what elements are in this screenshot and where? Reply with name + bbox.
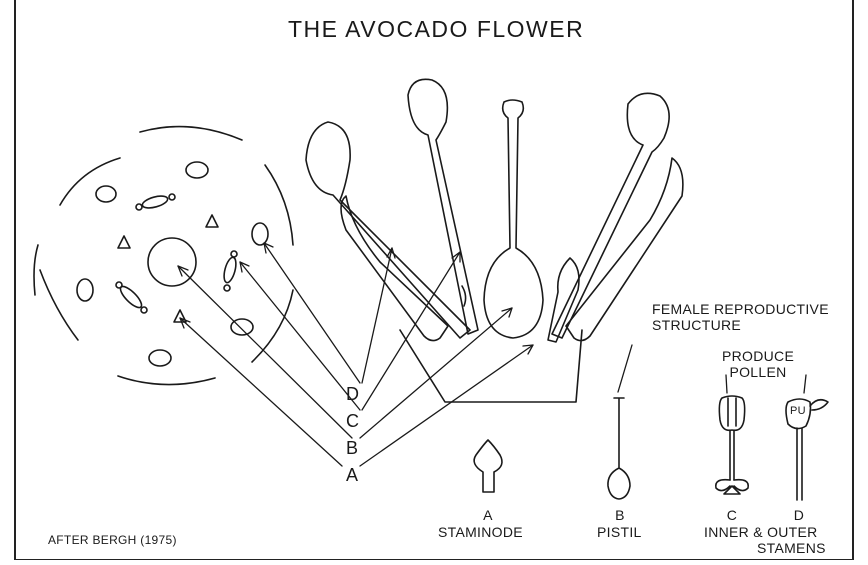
part-b-letter: B xyxy=(608,507,632,523)
tepal-arc xyxy=(40,270,78,340)
pointer-line-a xyxy=(180,318,342,466)
tepal-arc xyxy=(34,245,38,295)
label-c: C xyxy=(346,411,359,432)
female-leader xyxy=(618,345,632,392)
tepal-arc xyxy=(252,290,293,362)
section-stamen xyxy=(408,79,478,334)
pollen-leader xyxy=(804,375,806,393)
staminode-triangle xyxy=(118,236,130,248)
section-stamen xyxy=(306,122,470,338)
gland xyxy=(224,285,230,291)
stamen-oval xyxy=(96,186,116,202)
part-c-letter: C xyxy=(720,507,744,523)
pointer-line-c xyxy=(240,262,360,410)
stamen-oval xyxy=(149,350,171,366)
pointer-line-d xyxy=(362,248,392,383)
female-structure-callout: FEMALE REPRODUCTIVE STRUCTURE xyxy=(652,301,832,333)
flower-section xyxy=(306,79,683,402)
part-stamen-inner xyxy=(719,396,744,480)
gland xyxy=(116,282,122,288)
pointer-lines xyxy=(178,243,806,466)
pointer-line-b xyxy=(360,308,512,438)
stamen-oval xyxy=(252,223,268,245)
receptacle xyxy=(400,330,582,402)
staminode-triangle xyxy=(206,215,218,227)
label-a: A xyxy=(346,465,358,486)
part-a-name: STAMINODE xyxy=(438,524,523,540)
gland xyxy=(169,194,175,200)
gland-pair xyxy=(141,194,169,210)
tepal-arc xyxy=(140,127,242,140)
pistil-circle xyxy=(148,238,196,286)
label-b: B xyxy=(346,438,358,459)
stamens-label-line1: INNER & OUTER xyxy=(704,524,818,540)
pointer-line-d xyxy=(264,243,360,383)
tepal-arc xyxy=(60,158,120,205)
section-pistil xyxy=(484,100,543,338)
gland xyxy=(141,307,147,313)
gland xyxy=(231,251,237,257)
part-d-letter: D xyxy=(787,507,811,523)
figure-title: THE AVOCADO FLOWER xyxy=(288,16,584,43)
stamen-oval xyxy=(77,279,93,301)
pointer-line-a xyxy=(360,345,533,466)
tepal-arc xyxy=(265,165,293,245)
floral-diagram xyxy=(34,127,293,385)
part-b-name: PISTIL xyxy=(597,524,642,540)
anther-text: PU xyxy=(790,405,806,417)
citation: AFTER BERGH (1975) xyxy=(48,533,177,547)
produce-pollen-callout: PRODUCE POLLEN xyxy=(722,348,794,380)
part-pistil xyxy=(608,398,630,499)
part-a-letter: A xyxy=(476,507,500,523)
stamen-oval xyxy=(186,162,208,178)
stamens-label-line2: STAMENS xyxy=(757,540,826,556)
separate-parts xyxy=(474,396,828,500)
gland xyxy=(136,204,142,210)
label-d: D xyxy=(346,384,359,405)
gland-pair xyxy=(222,256,238,284)
tepal-arc xyxy=(118,376,215,385)
section-staminode xyxy=(548,258,579,342)
part-stamen-glands xyxy=(716,480,748,494)
part-staminode xyxy=(474,440,502,492)
pointer-line-b xyxy=(178,266,352,438)
